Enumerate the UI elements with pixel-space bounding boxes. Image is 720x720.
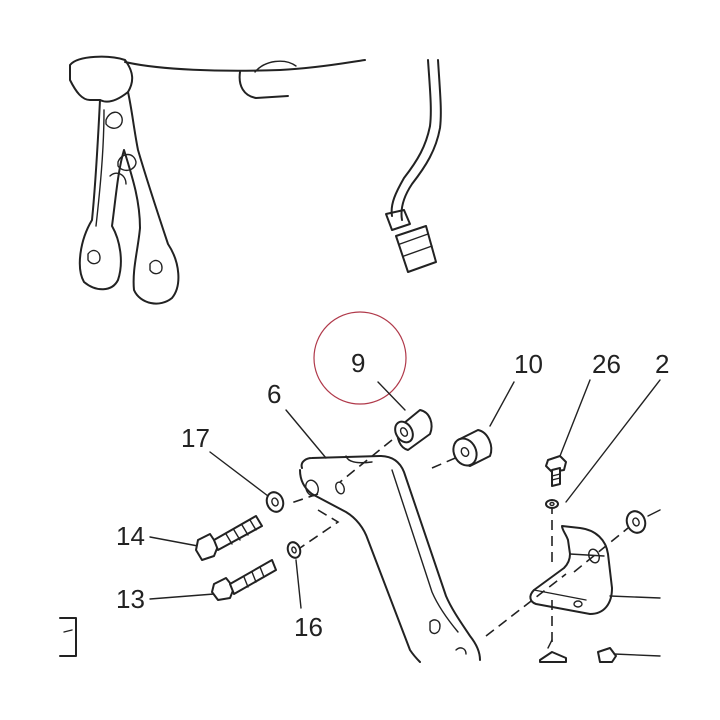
bolt-26 [545, 455, 567, 487]
angle-bracket-right [529, 525, 661, 615]
part-label-6-group: 6 [267, 379, 327, 459]
left-edge-partial-part [59, 617, 77, 657]
part-label-10: 10 [514, 349, 543, 379]
part-label-14-group: 14 [116, 521, 199, 551]
part-label-2-partial: 2 [655, 349, 669, 379]
upper-frame-bracket [69, 55, 366, 305]
part-label-10-group: 10 [489, 349, 543, 427]
rubber-bushing-10 [452, 429, 493, 467]
part-label-9-group: 9 [351, 348, 406, 411]
cable-with-connector [385, 59, 442, 273]
washer-17 [265, 491, 285, 513]
washer-small-26 [545, 499, 559, 509]
main-bracket-6 [299, 455, 481, 663]
part-label-2-partial-group: 2 [565, 349, 669, 503]
spacer-sleeve-9 [394, 409, 433, 451]
bottom-partial-nut [539, 639, 567, 663]
part-label-9: 9 [351, 348, 365, 378]
part-label-14: 14 [116, 521, 145, 551]
washer-16 [286, 541, 302, 559]
part-label-16-group: 16 [294, 559, 323, 642]
highlight-circle [313, 311, 407, 405]
bolt-13 [211, 559, 277, 601]
part-label-13-group: 13 [116, 584, 215, 614]
part-label-13: 13 [116, 584, 145, 614]
bottom-partial-bolt [597, 647, 661, 663]
part-label-6: 6 [267, 379, 281, 409]
alignment-lines [287, 439, 629, 642]
part-label-26: 26 [592, 349, 621, 379]
part-label-16: 16 [294, 612, 323, 642]
washer-right [625, 509, 661, 534]
part-label-17-group: 17 [181, 423, 269, 497]
part-label-26-group: 26 [559, 349, 621, 457]
part-label-17: 17 [181, 423, 210, 453]
bolt-14 [195, 515, 263, 561]
